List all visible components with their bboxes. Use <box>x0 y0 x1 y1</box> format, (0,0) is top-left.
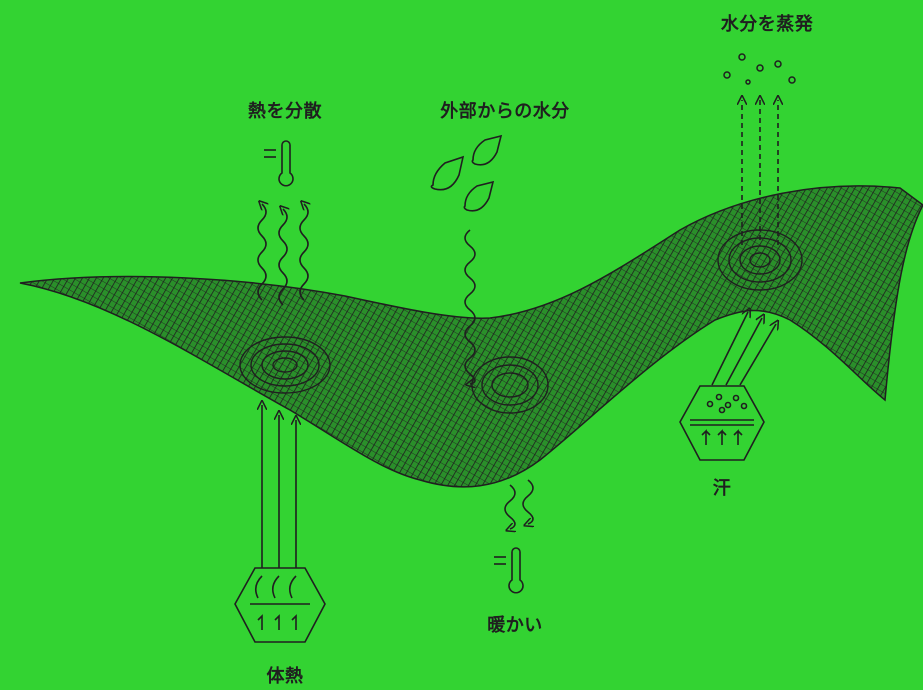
external-moisture-label: 外部からの水分 <box>440 101 570 122</box>
warm-label: 暖かい <box>487 615 543 636</box>
sweat-group <box>679 53 803 461</box>
sweat-hexagon-icon <box>679 385 765 461</box>
water-drops-icon <box>430 134 503 212</box>
fabric-layer <box>19 185 923 488</box>
bubbles-icon <box>723 53 796 85</box>
disperse-heat-label: 熱を分散 <box>248 101 322 122</box>
heat-ripple <box>239 336 331 394</box>
external-moisture-group <box>430 134 549 594</box>
body-heat-group <box>234 140 331 643</box>
heat-hexagon-icon <box>234 567 326 643</box>
heat-waves <box>257 204 308 306</box>
sweat-label: 汗 <box>712 478 732 499</box>
evaporate-label: 水分を蒸発 <box>720 14 814 35</box>
moisture-ripple <box>471 356 549 414</box>
thermometer-icon <box>264 140 294 187</box>
thermometer-icon <box>494 547 524 594</box>
body-heat-label: 体熱 <box>266 666 304 687</box>
